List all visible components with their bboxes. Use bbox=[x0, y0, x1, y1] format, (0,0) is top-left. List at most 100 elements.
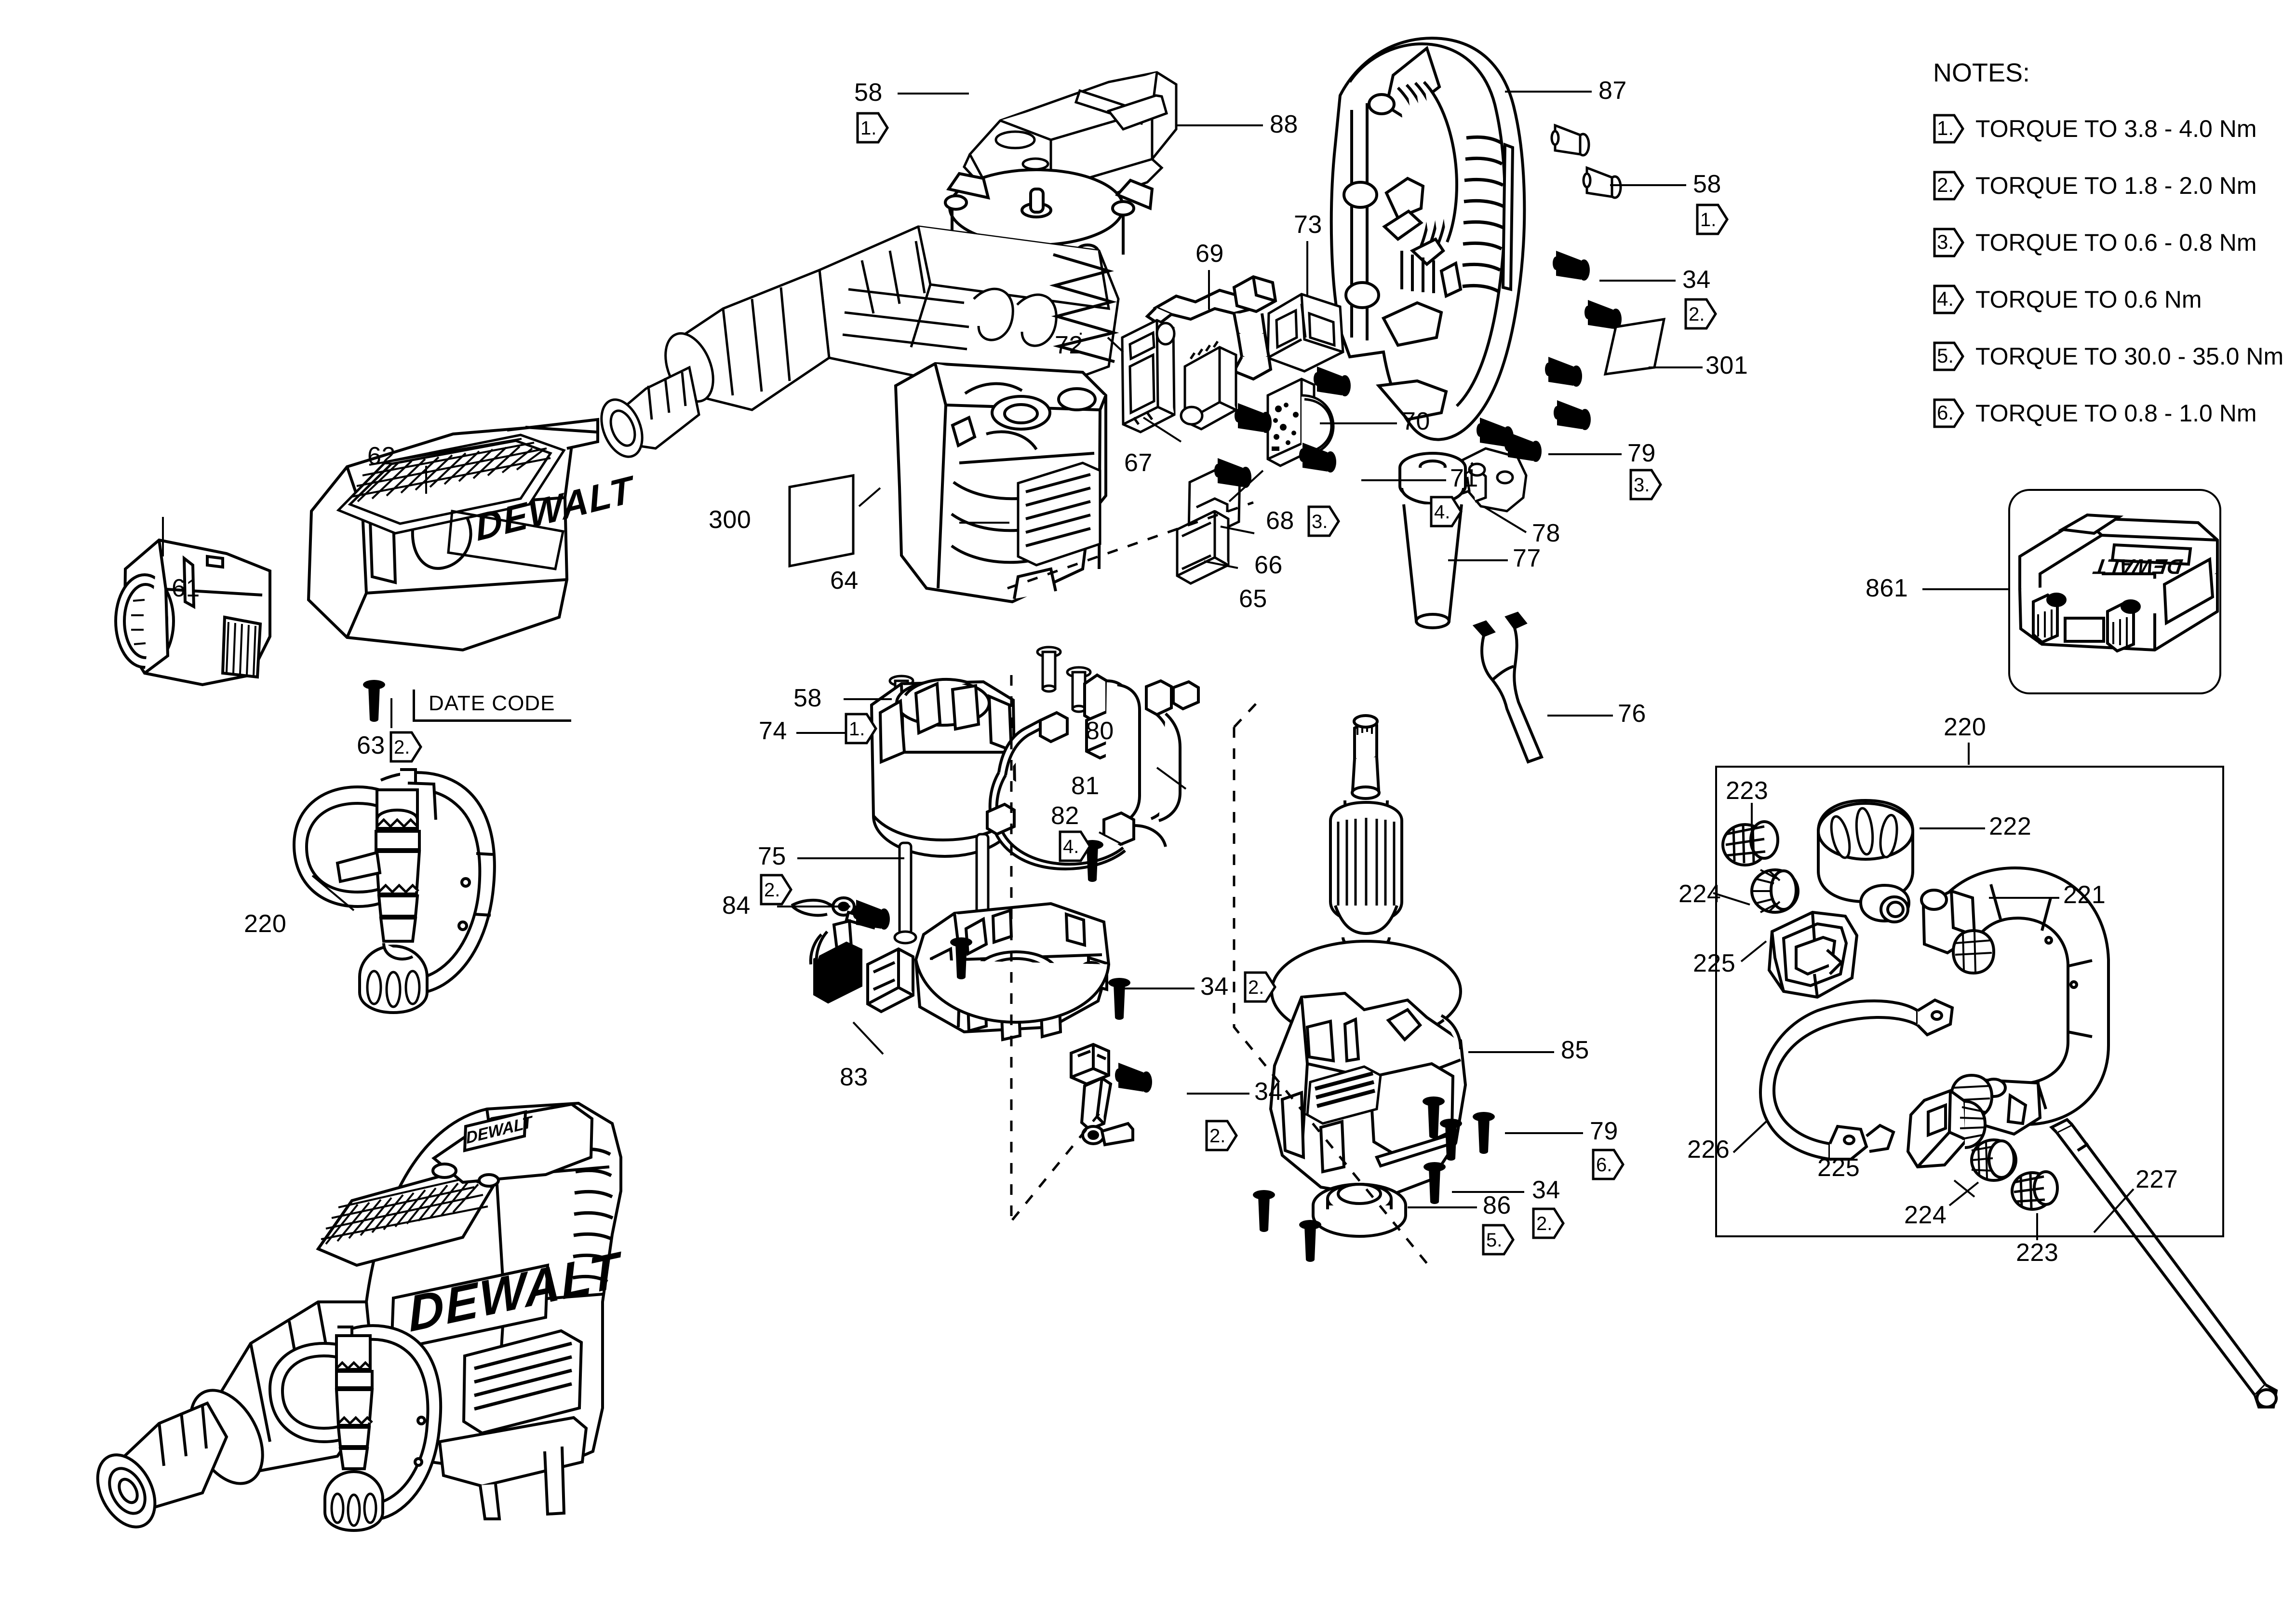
hammer-mechanism bbox=[808, 225, 1120, 400]
leader-69 bbox=[1208, 270, 1210, 310]
leader-71 bbox=[1361, 479, 1446, 481]
part-76-wire bbox=[1472, 611, 1544, 764]
flag-75: 2. bbox=[760, 874, 793, 908]
callout-220-box: 220 bbox=[1944, 713, 1987, 741]
note-row: 1. TORQUE TO 3.8 - 4.0 Nm bbox=[1933, 113, 2283, 145]
note-row: 2. TORQUE TO 1.8 - 2.0 Nm bbox=[1933, 170, 2283, 202]
screw-83 bbox=[853, 900, 890, 930]
callout-34-mid: 34 bbox=[1200, 973, 1229, 1001]
callout-79-top: 79 bbox=[1627, 439, 1656, 467]
part-88-top-cover bbox=[968, 71, 1178, 190]
leader-73 bbox=[1306, 241, 1308, 295]
flag-63: 2. bbox=[389, 731, 423, 765]
note-flag-number: 3. bbox=[1937, 230, 1954, 253]
svg-text:6.: 6. bbox=[1596, 1154, 1612, 1176]
callout-58-mid: 58 bbox=[793, 684, 822, 712]
callout-77: 77 bbox=[1513, 544, 1541, 572]
callout-220-left: 220 bbox=[244, 910, 287, 938]
note-text: TORQUE TO 1.8 - 2.0 Nm bbox=[1975, 172, 2257, 199]
leader-221 bbox=[1989, 897, 2059, 899]
part-64-field-case bbox=[894, 362, 1107, 604]
flag-79-top: 3. bbox=[1629, 469, 1663, 503]
flag-71: 4. bbox=[1430, 496, 1464, 530]
callout-68: 68 bbox=[1266, 507, 1294, 535]
notes-title: NOTES: bbox=[1933, 58, 2030, 87]
note-flag-number: 1. bbox=[1937, 117, 1954, 139]
svg-text:3.: 3. bbox=[1634, 474, 1650, 496]
callout-67: 67 bbox=[1124, 449, 1153, 477]
part-73-bracket bbox=[1266, 293, 1344, 373]
note-flag-number: 5. bbox=[1937, 344, 1954, 367]
svg-text:1.: 1. bbox=[849, 718, 865, 740]
part-80-brush-assembly bbox=[1083, 673, 1200, 848]
callout-74: 74 bbox=[759, 717, 787, 745]
callout-34-right: 34 bbox=[1682, 266, 1711, 294]
callout-81: 81 bbox=[1071, 772, 1100, 800]
leader-222 bbox=[1920, 827, 1985, 829]
screw-63 bbox=[363, 680, 385, 722]
svg-text:3.: 3. bbox=[1312, 511, 1328, 532]
callout-88: 88 bbox=[1270, 110, 1298, 138]
callout-82: 82 bbox=[1051, 802, 1079, 830]
screws-64 bbox=[890, 647, 1090, 754]
part-85-internal-grille bbox=[1306, 1065, 1382, 1125]
callout-58-top: 58 bbox=[854, 79, 883, 107]
part-87-housing-half bbox=[1329, 37, 1526, 441]
note-text: TORQUE TO 0.6 Nm bbox=[1975, 286, 2202, 313]
leader-70 bbox=[1320, 422, 1397, 424]
note-text: TORQUE TO 3.8 - 4.0 Nm bbox=[1975, 115, 2257, 142]
part-65-module bbox=[1176, 497, 1230, 585]
part-72-switch bbox=[1121, 319, 1176, 433]
svg-text:1.: 1. bbox=[1700, 209, 1716, 230]
callout-83: 83 bbox=[840, 1063, 868, 1091]
svg-text:DEWALT: DEWALT bbox=[406, 1241, 625, 1343]
callout-80: 80 bbox=[1086, 717, 1114, 745]
part-75-screws bbox=[893, 833, 994, 945]
callout-34-low: 34 bbox=[1254, 1078, 1283, 1106]
callout-79-low: 79 bbox=[1590, 1117, 1618, 1145]
leader-34-low bbox=[1187, 1093, 1249, 1095]
callout-66: 66 bbox=[1254, 551, 1283, 579]
part-62-cover bbox=[307, 418, 599, 652]
flag-58-top: 1. bbox=[856, 112, 890, 146]
screws-87-column bbox=[1545, 125, 1622, 430]
callout-227: 227 bbox=[2135, 1165, 2178, 1193]
part-61-end-cap bbox=[114, 538, 271, 687]
svg-text:2.: 2. bbox=[1209, 1125, 1225, 1147]
gearcase-plate bbox=[944, 168, 1154, 260]
callout-73: 73 bbox=[1294, 211, 1322, 239]
callout-63: 63 bbox=[357, 731, 385, 759]
flag-82: 4. bbox=[1059, 830, 1092, 865]
leader-861 bbox=[1922, 588, 2008, 590]
tool-holder-barrel bbox=[600, 268, 831, 458]
svg-text:1.: 1. bbox=[860, 118, 876, 139]
callout-222: 222 bbox=[1989, 812, 2032, 840]
flag-34-right: 2. bbox=[1684, 298, 1718, 332]
leader-86 bbox=[1408, 1206, 1477, 1208]
callout-64: 64 bbox=[830, 567, 859, 595]
svg-text:4.: 4. bbox=[1434, 501, 1450, 523]
callout-69: 69 bbox=[1195, 240, 1224, 268]
part-66-module bbox=[1180, 340, 1237, 431]
leader-74 bbox=[796, 732, 873, 734]
note-flag-number: 2. bbox=[1937, 174, 1954, 196]
note-row: 6. TORQUE TO 0.8 - 1.0 Nm bbox=[1933, 397, 2283, 429]
callout-62: 62 bbox=[367, 442, 396, 470]
part-66-gasket bbox=[1187, 462, 1241, 541]
callout-300: 300 bbox=[709, 506, 752, 534]
flag-34-bot: 2. bbox=[1532, 1207, 1566, 1242]
leader-34-right bbox=[1599, 280, 1676, 282]
note-row: 3. TORQUE TO 0.6 - 0.8 Nm bbox=[1933, 227, 2283, 258]
leader-84 bbox=[777, 906, 850, 907]
svg-text:2.: 2. bbox=[394, 737, 410, 758]
motor-bracket bbox=[914, 902, 1111, 1042]
part-220-side-handle-left bbox=[292, 768, 496, 1015]
part-301-label bbox=[1603, 317, 1666, 376]
callout-85: 85 bbox=[1561, 1036, 1589, 1064]
callout-221: 221 bbox=[2063, 881, 2106, 909]
note-flag-icon: 1. bbox=[1933, 114, 1965, 144]
screws-85 bbox=[1253, 1096, 1495, 1262]
flag-86: 5. bbox=[1482, 1224, 1516, 1258]
screws-70-71 bbox=[1214, 366, 1351, 488]
